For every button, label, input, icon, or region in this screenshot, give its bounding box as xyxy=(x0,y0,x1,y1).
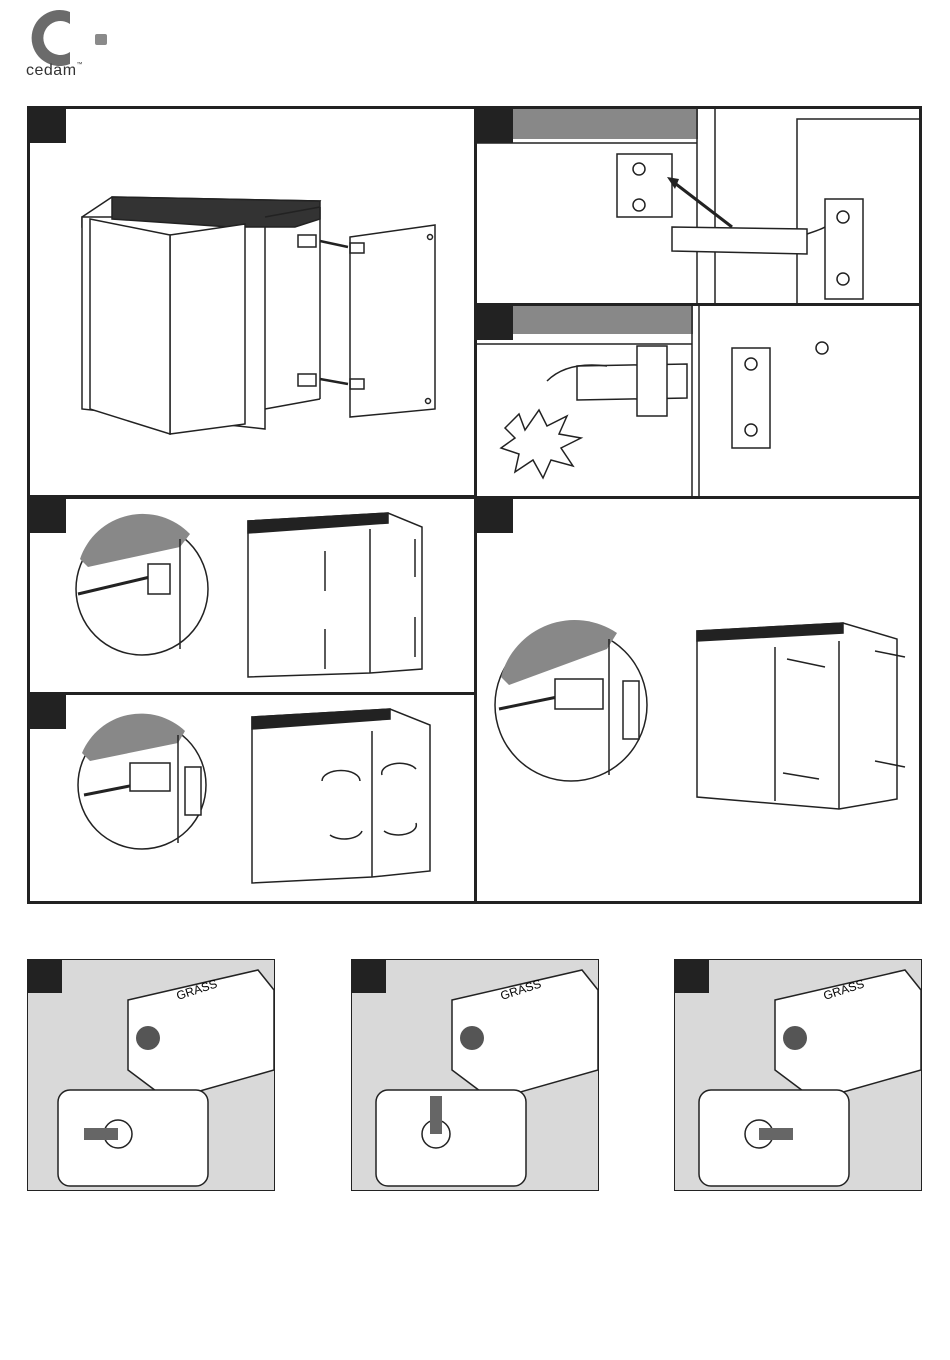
hinge-attach-illustration xyxy=(477,109,922,306)
step-side-adjust xyxy=(474,496,922,904)
step-vertical-adjust xyxy=(27,496,477,696)
damper-setting-2: GRASS xyxy=(351,959,599,1191)
side-adjust-illustration xyxy=(477,499,922,904)
damper-setting-3: GRASS xyxy=(674,959,922,1191)
damper-lever-right-illustration: GRASS xyxy=(675,960,922,1191)
cedam-logo-mark xyxy=(22,8,122,70)
step-attach-hinge xyxy=(474,106,922,306)
step-depth-adjust xyxy=(27,692,477,904)
hinge-click-illustration xyxy=(477,306,922,499)
cabinet-door-mount-illustration xyxy=(30,109,477,498)
brand-name: cedam™ xyxy=(26,62,83,80)
click-burst-icon xyxy=(501,410,581,478)
step-click-hinge xyxy=(474,303,922,499)
damper-setting-1: GRASS xyxy=(27,959,275,1191)
step-mount-doors xyxy=(27,106,477,498)
damper-lever-up-illustration: GRASS xyxy=(352,960,599,1191)
vertical-adjust-illustration xyxy=(30,499,477,696)
damper-lever-left-illustration: GRASS xyxy=(28,960,275,1191)
depth-adjust-illustration xyxy=(30,695,477,904)
